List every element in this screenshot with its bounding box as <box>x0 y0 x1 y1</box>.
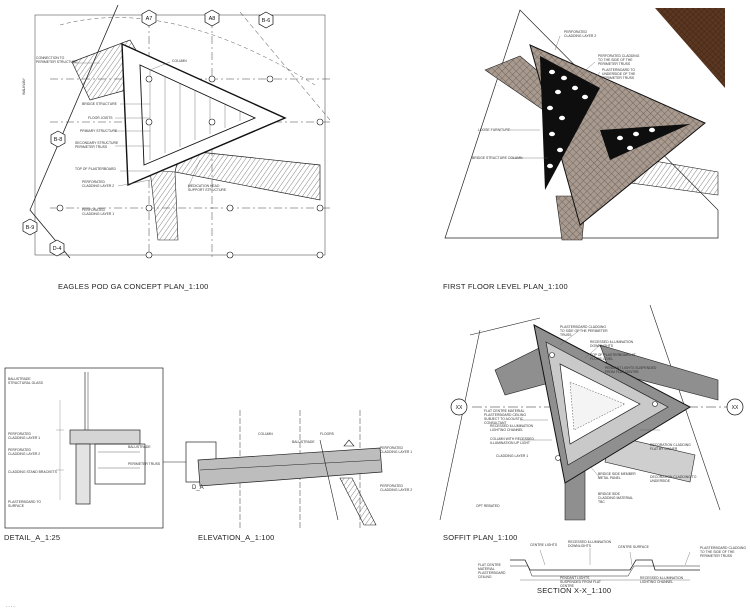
first-floor-leaders <box>510 35 601 159</box>
note-cladding-layer1: PERFORATED CLADDING LAYER 1 <box>82 208 115 216</box>
detail-a-title: DETAIL_A_1:25 <box>4 533 61 542</box>
sx-note-centre-surface: CENTRE SURFACE <box>618 545 649 549</box>
concept-stair-down <box>149 169 179 241</box>
grid-head-a7 <box>141 9 157 27</box>
el-tag-d-a: D_A <box>192 485 204 491</box>
da-note-plasterboard: PLASTERBOARD TO SURFACE <box>8 500 42 508</box>
sx-note-lighting-channel: RECESSED ILLUMINATION LIGHTING CHANNEL <box>640 576 684 584</box>
soffit-plan-title: SOFFIT PLAN_1:100 <box>443 533 518 542</box>
grid-label-b9: B-9 <box>26 225 35 231</box>
sp-note-bridge-cladding: BRIDGE SIDE CLADDING MATERIAL TBC <box>598 492 634 504</box>
sx-note-plasterboard-side: PLASTERBOARD CLADDING TO THE SIDE OF THE… <box>700 546 746 558</box>
note-walkway: WALKWAY <box>22 78 26 95</box>
detail-a-border <box>4 367 164 529</box>
section-profile <box>510 559 700 571</box>
grid-head-b9 <box>22 218 38 236</box>
ff-note-plasterboard: PLASTERBOARD TO UNDERSIDE OF THE PERIMET… <box>602 68 636 80</box>
concept-pod-outer <box>121 42 287 187</box>
sp-note-flat-centre: FLAT CENTRE MATERIAL PLASTERBOARD CEILIN… <box>484 409 527 425</box>
sx-note-centre-lights: CENTRE LIGHTS <box>530 543 558 547</box>
grid-head-b8 <box>50 130 66 148</box>
section-head-left <box>450 398 468 416</box>
elevation-a-view <box>163 410 383 530</box>
el-note-cladding-layer1: PERFORATED CLADDING LAYER 1 <box>380 446 413 454</box>
corner-mark: - - - - <box>6 603 15 608</box>
note-secondary-structure: SECONDARY STRUCTURE PERIMETER TRUSS <box>75 141 119 149</box>
note-cladding-layer2: PERFORATED CLADDING LAYER 2 <box>82 180 115 188</box>
elevation-bridge-deck <box>197 447 383 487</box>
first-floor-view <box>444 8 725 241</box>
section-head-right-label: XX <box>732 405 739 411</box>
da-note-cladding-layer1: PERFORATED CLADDING LAYER 1 <box>8 432 41 440</box>
concept-plan-title: EAGLES POD GA CONCEPT PLAN_1:100 <box>58 282 209 291</box>
grid-label-a7: A7 <box>146 16 153 22</box>
section-head-left-label: XX <box>456 405 463 411</box>
note-primary-structure: PRIMARY STRUCTURE <box>80 129 118 133</box>
grid-head-a8 <box>204 9 220 27</box>
el-note-floors: FLOORS <box>320 432 334 436</box>
concept-bridge-right <box>174 149 321 201</box>
grid-head-d4 <box>49 239 65 257</box>
da-note-cladding-layer2: PERFORATED CLADDING LAYER 2 <box>8 448 41 456</box>
concept-columns <box>56 75 324 259</box>
sp-note-lighting-channel: RECESSED ILLUMINATION LIGHTING CHANNEL <box>490 424 534 432</box>
grid-label-b6: B-6 <box>262 18 271 24</box>
sp-note-decoration-flat: DECORATION CLADDING FLAT BY OWNER <box>650 443 691 451</box>
sp-note-bridge-member: BRIDGE SIDE MEMBER METAL PANEL <box>598 472 636 480</box>
sp-note-plasterboard-side: PLASTERBOARD CLADDING TO SIDE OF THE PER… <box>560 325 608 337</box>
ff-note-cladding-layer2: PERFORATED CLADDING LAYER 2 <box>564 30 597 38</box>
sp-note-top-plasterboard: TOP OF PLASTERBOARD AT FLOOR LEVEL <box>590 353 636 361</box>
sp-note-downlights: RECESSED ILLUMINATION DOWNLIGHTS <box>590 340 634 348</box>
ff-note-bridge-column: BRIDGE STRUCTURE COLUMN <box>472 156 523 160</box>
da-note-brackets: CLADDING STAND BRACKETS <box>8 470 57 474</box>
note-bridge-structure: BRIDGE STRUCTURE <box>82 102 117 106</box>
concept-pod-inner <box>139 64 257 166</box>
first-floor-title: FIRST FLOOR LEVEL PLAN_1:100 <box>443 282 568 291</box>
note-column: COLUMN <box>172 59 187 63</box>
el-note-cladding-layer2: PERFORATED CLADDING LAYER 2 <box>380 484 413 492</box>
el-note-column: COLUMN <box>258 432 273 436</box>
section-head-right <box>726 398 744 416</box>
elevation-a-title: ELEVATION_A_1:100 <box>198 533 275 542</box>
section-xx-view <box>510 548 700 581</box>
note-floor-joists: FLOOR JOISTS <box>88 116 113 120</box>
sx-note-flat-centre: FLAT CENTRE MATERIAL PLASTERBOARD CEILIN… <box>478 563 506 579</box>
sp-note-opt-rebated: OPT REBATED <box>476 504 500 508</box>
da-note-perimeter-truss: PERIMETER TRUSS <box>128 462 161 466</box>
ff-note-loose-furniture: LOOSE FURNITURE <box>478 128 511 132</box>
grid-head-b6 <box>258 11 274 29</box>
note-connection: CONNECTION TO PERIMETER STRUCTURE <box>36 56 78 64</box>
concept-pod-joists <box>149 70 241 160</box>
sp-note-column-uplight: COLUMN WITH RECESSED ILLUMINATION UP LIG… <box>490 437 534 445</box>
sx-note-pendant: PENDANT LIGHTS SUSPENDED FROM FLAT CENTR… <box>560 576 601 588</box>
sp-note-decoration-underside: DECORATION CLADDING TO UNDERSIDE <box>650 475 697 483</box>
da-note-balustrade-glass: BALUSTRADE STRUCTURAL GLASS <box>8 377 43 385</box>
grid-label-b8: B-8 <box>54 137 63 143</box>
sp-note-pendant: PENDANT LIGHTS SUSPENDED FROM FLAT CENTR… <box>605 366 657 374</box>
sx-note-downlights: RECESSED ILLUMINATION DOWNLIGHTS <box>568 540 612 548</box>
grid-label-d4: D-4 <box>53 246 62 252</box>
concept-plan-border <box>34 14 326 256</box>
concept-plan-view: A7 A8 B-6 B-8 B-9 D-4 <box>22 4 331 260</box>
first-floor-neighbour-building <box>655 8 725 88</box>
ff-note-cladding-side: PERFORATED CLADDING TO THE SIDE OF THE P… <box>598 54 640 66</box>
note-medication-head: MEDICATION HEAD SUPPORT STRUCTURE <box>188 184 227 192</box>
detail-a-view <box>4 367 164 529</box>
section-xx-title: SECTION X-X_1:100 <box>537 586 612 595</box>
concept-leaders <box>74 61 201 189</box>
note-top-plasterboard: TOP OF PLASTERBOARD <box>75 167 116 171</box>
sp-note-cladding-layer1: CLADDING LAYER 1 <box>496 454 529 458</box>
el-note-balustrade: BALUSTRADE <box>292 440 315 444</box>
soffit-plan-view: XX XX <box>439 304 744 521</box>
da-note-balustrade: BALUSTRADE <box>128 445 151 449</box>
grid-label-a8: A8 <box>209 16 216 22</box>
